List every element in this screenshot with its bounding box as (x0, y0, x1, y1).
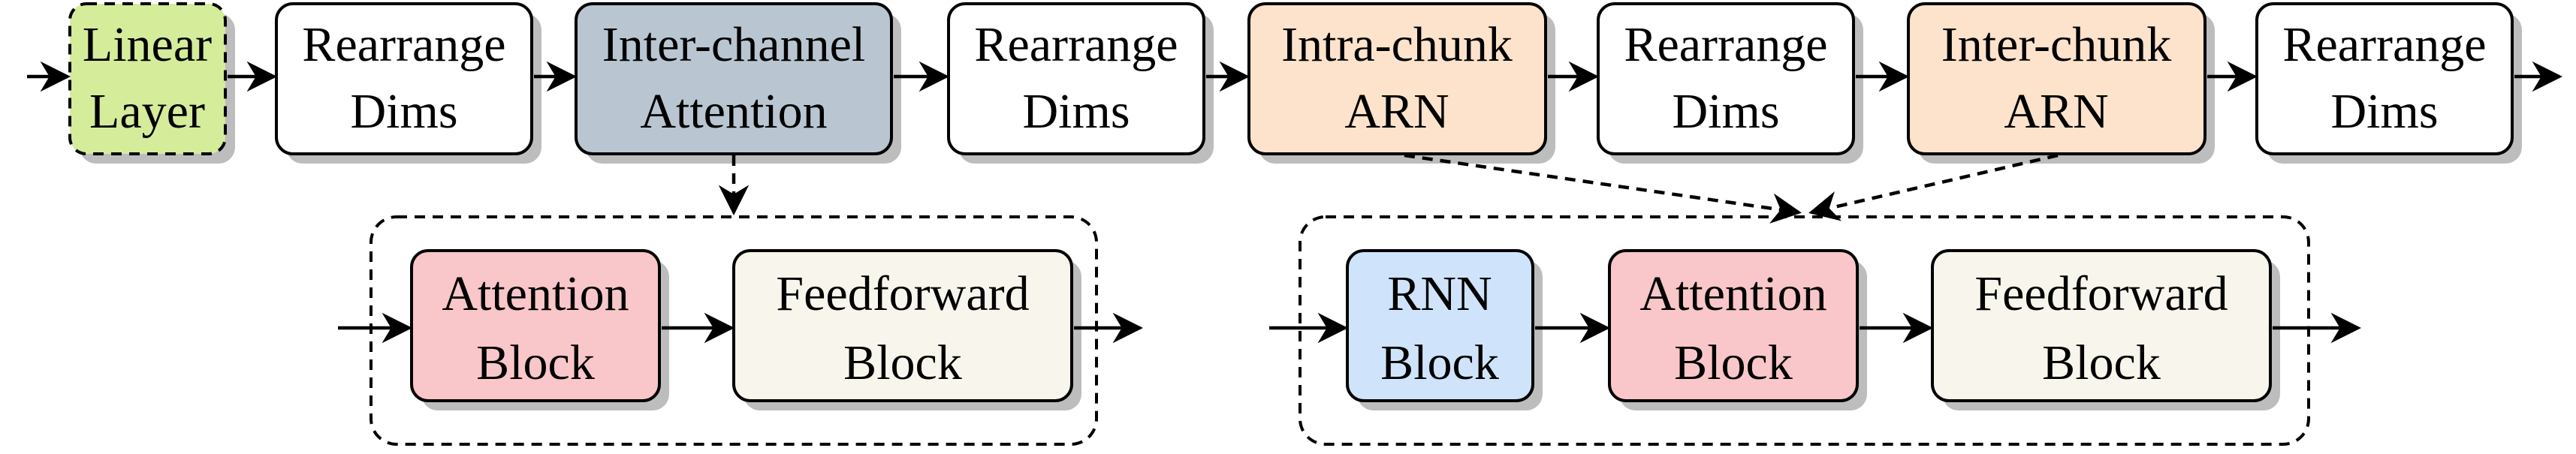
rearrange-dims-box-1: Rearrange Dims (275, 2, 541, 164)
inter-chunk-arn-line2: ARN (2004, 84, 2108, 139)
inter-chunk-arn-line1: Inter-chunk (1941, 17, 2172, 72)
right-attention-block-line1: Attention (1639, 266, 1826, 321)
rearrange-dims-1-line2: Dims (350, 84, 457, 139)
left-attention-block-line1: Attention (442, 266, 629, 321)
inter-channel-attention-box: Inter-channel Attention (575, 2, 901, 164)
left-feedforward-block-line1: Feedforward (776, 266, 1029, 321)
rearrange-dims-3-line1: Rearrange (1624, 17, 1827, 72)
linear-layer-label-line2: Layer (89, 84, 205, 139)
right-attention-block-box: Attention Block (1608, 249, 1867, 410)
rearrange-dims-box-4: Rearrange Dims (2255, 2, 2522, 164)
intra-chunk-arn-line2: ARN (1344, 84, 1449, 139)
linear-layer-box: Linear Layer (68, 2, 235, 164)
right-rnn-block-line1: RNN (1387, 266, 1492, 321)
right-rnn-block-box: RNN Block (1346, 249, 1543, 410)
rearrange-dims-2-line1: Rearrange (974, 17, 1178, 72)
left-attention-block-box: Attention Block (410, 249, 669, 410)
intra-chunk-arn-line1: Intra-chunk (1281, 17, 1513, 72)
right-attention-block-line2: Block (1674, 335, 1793, 390)
right-group-container (1299, 215, 2310, 446)
right-feedforward-block-line2: Block (2042, 335, 2161, 390)
dashed-arrow-intrachunk-detail (1404, 153, 1802, 224)
inter-chunk-arn-box: Inter-chunk ARN (1907, 2, 2215, 164)
linear-layer-label-line1: Linear (83, 17, 212, 72)
dashed-arrow-interchunk-detail (1808, 153, 2059, 221)
linear-layer-rect (68, 2, 227, 155)
rearrange-dims-box-2: Rearrange Dims (947, 2, 1214, 164)
right-feedforward-block-line1: Feedforward (1974, 266, 2228, 321)
right-feedforward-block-box: Feedforward Block (1931, 249, 2280, 410)
left-group-container (370, 215, 1098, 446)
left-feedforward-block-line2: Block (843, 335, 962, 390)
rearrange-dims-box-3: Rearrange Dims (1597, 2, 1863, 164)
rearrange-dims-2-line2: Dims (1022, 84, 1130, 139)
inter-channel-attention-line1: Inter-channel (602, 17, 865, 72)
intra-chunk-arn-box: Intra-chunk ARN (1247, 2, 1555, 164)
rearrange-dims-4-line2: Dims (2330, 84, 2438, 139)
rearrange-dims-1-line1: Rearrange (302, 17, 505, 72)
inter-channel-attention-line2: Attention (640, 84, 827, 139)
left-attention-block-line2: Block (476, 335, 595, 390)
right-rnn-block-line2: Block (1380, 335, 1499, 390)
left-feedforward-block-box: Feedforward Block (732, 249, 1081, 410)
rearrange-dims-3-line2: Dims (1672, 84, 1779, 139)
rearrange-dims-4-line1: Rearrange (2282, 17, 2486, 72)
